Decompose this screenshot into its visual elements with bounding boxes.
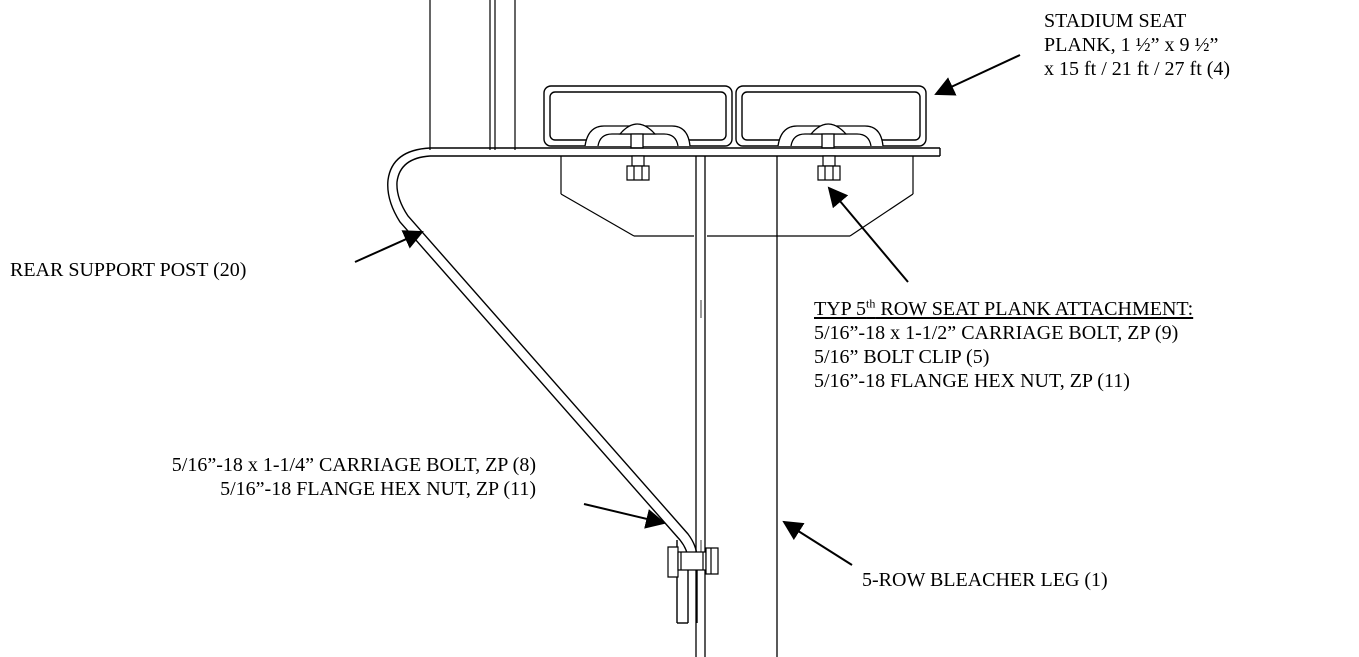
lower-bolt-line2: 5/16”-18 FLANGE HEX NUT, ZP (11): [220, 478, 536, 500]
typ-attachment-line3: 5/16”-18 FLANGE HEX NUT, ZP (11): [814, 370, 1130, 392]
seat-plank-line2: PLANK, 1 ½” x 9 ½”: [1044, 34, 1219, 56]
bolt-clip-left: [585, 124, 690, 148]
typ-attachment-line1: 5/16”-18 x 1-1/2” CARRIAGE BOLT, ZP (9): [814, 322, 1179, 344]
hex-nut-left: [627, 156, 649, 180]
lower-bolt-callout: 5/16”-18 x 1-1/4” CARRIAGE BOLT, ZP (8) …: [36, 453, 536, 501]
lower-bolt-leader: [584, 504, 666, 529]
upper-post-lines: [430, 0, 515, 150]
leader-arrows: [355, 55, 1020, 565]
mounting-bracket: [561, 156, 913, 236]
hex-nut-right: [818, 156, 840, 180]
bleacher-leg-callout: 5-ROW BLEACHER LEG (1): [862, 569, 1108, 591]
top-flange: [430, 148, 940, 156]
lower-bolt-line1: 5/16”-18 x 1-1/4” CARRIAGE BOLT, ZP (8): [171, 454, 536, 476]
typ-attachment-callout: TYP 5th ROW SEAT PLANK ATTACHMENT: 5/16”…: [814, 297, 1193, 393]
seat-plank-line1: STADIUM SEAT: [1044, 10, 1187, 32]
bolt-clip-right: [778, 124, 883, 148]
rear-support-leader: [355, 230, 424, 262]
bleacher-leg-leader: [782, 520, 852, 565]
typ-attachment-heading: TYP 5th ROW SEAT PLANK ATTACHMENT:: [814, 296, 1194, 320]
lower-bolt-assembly: [668, 547, 718, 577]
rear-support-post: [388, 148, 697, 623]
typ-attachment-leader: [827, 186, 908, 282]
rear-support-callout: REAR SUPPORT POST (20): [10, 259, 247, 281]
seat-plank-callout: STADIUM SEAT PLANK, 1 ½” x 9 ½” x 15 ft …: [1044, 9, 1230, 81]
seat-plank-leader: [934, 55, 1020, 96]
seat-plank-line3: x 15 ft / 21 ft / 27 ft (4): [1044, 58, 1231, 80]
typ-attachment-line2: 5/16” BOLT CLIP (5): [814, 346, 990, 368]
bleacher-leg: [696, 156, 777, 657]
